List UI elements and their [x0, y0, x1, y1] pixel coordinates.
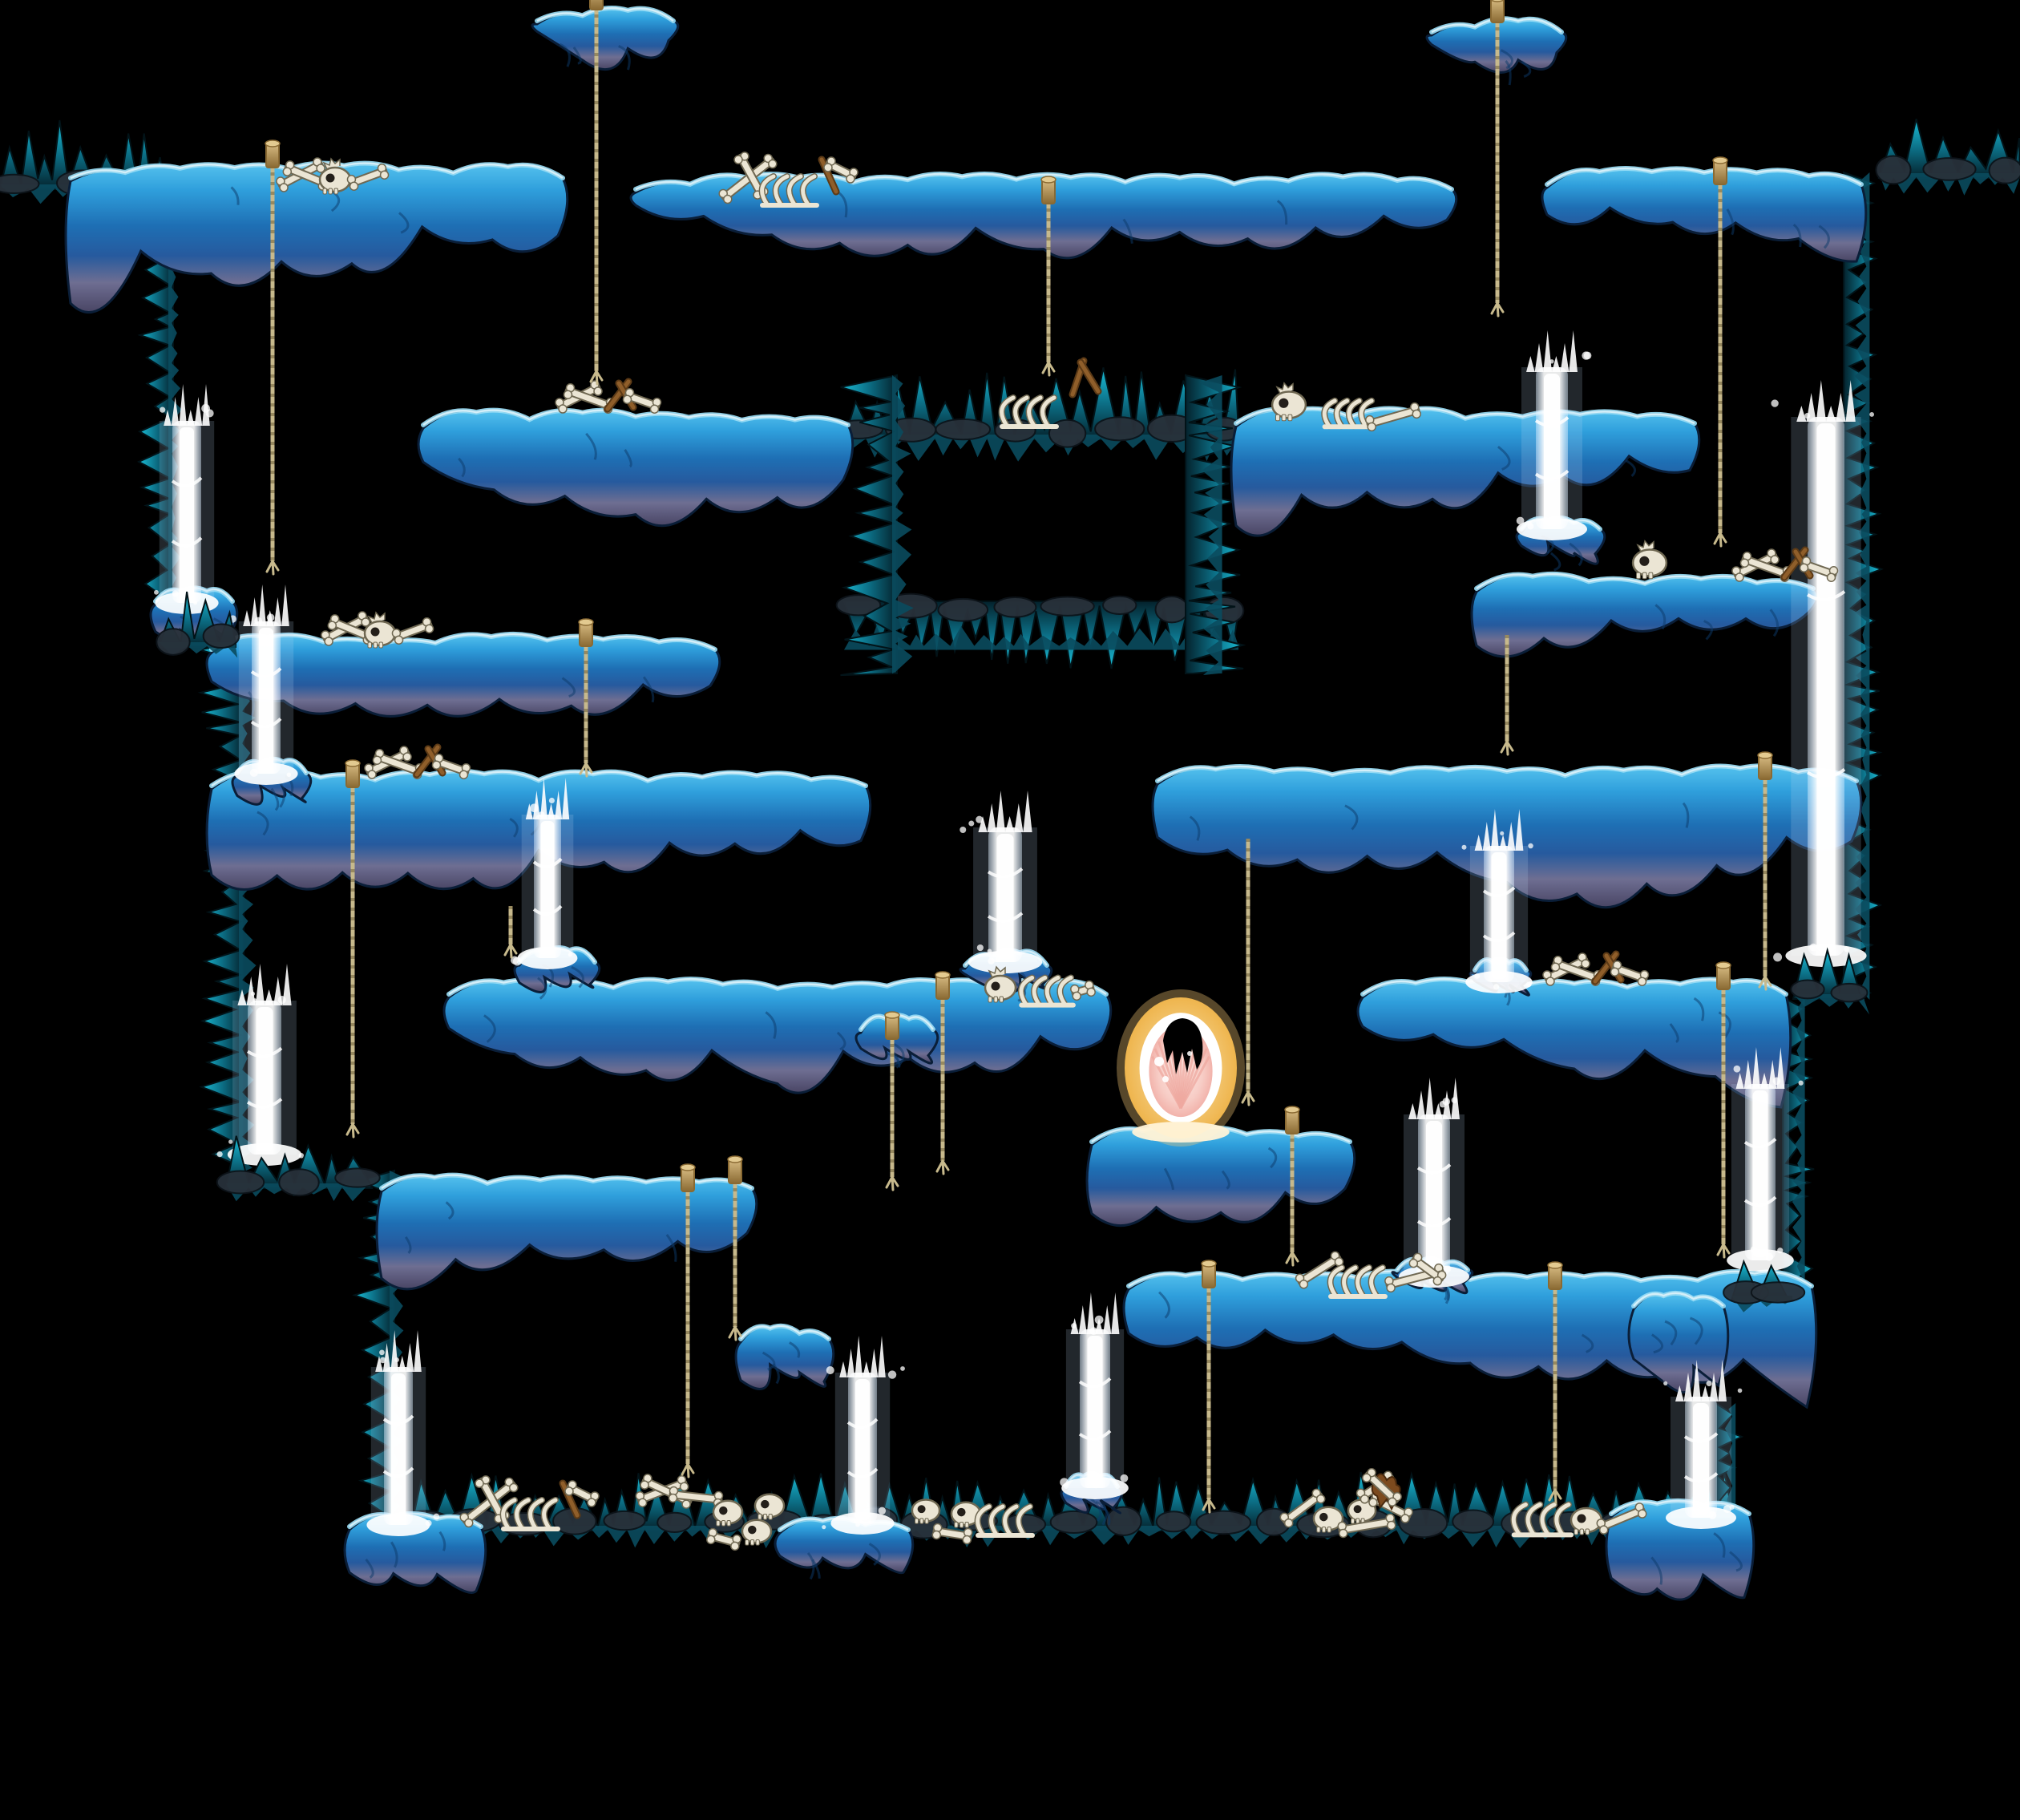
portal-layer	[1117, 989, 1245, 1147]
platform-row8-column	[1627, 1290, 1730, 1394]
platform-upper-right	[1541, 166, 1868, 263]
rope-layer	[265, 0, 1773, 1514]
rope-row6-b[interactable]	[884, 1011, 900, 1191]
right-wall-upper	[1843, 171, 1885, 1001]
border-top-right	[1875, 119, 2020, 196]
waterfall-row5a	[511, 778, 578, 969]
bones-row6-fish	[984, 965, 1096, 1008]
waterfall-row5b	[960, 791, 1043, 973]
rope-row4[interactable]	[578, 618, 594, 778]
platform-row5-right	[1151, 763, 1863, 909]
portal-dark-gap	[1163, 1018, 1203, 1074]
bones-box-ribcage	[998, 394, 1059, 429]
floor-bones-left	[459, 1475, 600, 1531]
waterfall-upper-right	[1516, 330, 1592, 540]
bottom-left-ledge	[216, 1135, 381, 1202]
floor-skeleton	[1510, 1501, 1647, 1538]
bones-row3-ribcage	[1321, 397, 1421, 432]
waterfall-layer	[154, 330, 1875, 1536]
waterfall-bottom-center	[822, 1336, 905, 1535]
bones-row35	[1731, 546, 1839, 582]
bones-row35-critter	[1631, 540, 1668, 580]
waterfall-bottom-mid	[1060, 1292, 1129, 1499]
platform-island	[734, 1323, 835, 1390]
rope-portal[interactable]	[1284, 1106, 1300, 1267]
bones-row5	[364, 743, 471, 779]
bones-box-stick	[1069, 357, 1102, 398]
rope-row5-mid[interactable]	[1241, 839, 1255, 1106]
box-left	[840, 374, 914, 677]
rope-row35[interactable]	[1500, 635, 1514, 756]
bones-corner-skull	[276, 157, 390, 195]
right-wall-mid	[1782, 996, 1815, 1301]
rope-top-left[interactable]	[265, 140, 281, 576]
waterfall-right-mid	[1727, 1047, 1804, 1272]
rope-row8-b[interactable]	[1547, 1261, 1563, 1504]
floor-skull-pile-left	[706, 1493, 786, 1551]
rope-row7-a[interactable]	[680, 1163, 696, 1478]
bones-upper-center	[718, 152, 858, 208]
rope-row6-right[interactable]	[1715, 961, 1731, 1259]
waterfall-bottom-right	[1663, 1360, 1743, 1529]
floor-skull-pile-mid	[911, 1498, 982, 1545]
platform-float-top-center	[531, 6, 680, 71]
rope-stub[interactable]	[503, 906, 518, 959]
rope-row5-right[interactable]	[1757, 751, 1773, 991]
bones-row3-critter	[1271, 382, 1307, 422]
rope-stake	[1490, 0, 1505, 23]
rope-row5-left[interactable]	[345, 759, 361, 1139]
platform-row6-right	[1356, 977, 1792, 1109]
platform-row7-left	[375, 1172, 758, 1291]
w11-splash-ledge	[1723, 1259, 1806, 1312]
platform-row3-left	[417, 407, 854, 528]
box-right	[1185, 374, 1246, 675]
bones-row4-skull	[321, 611, 434, 649]
rope-row6-a[interactable]	[935, 971, 951, 1175]
floor-ribcage-mid	[974, 1503, 1035, 1538]
right-splash-ledge	[1790, 947, 1870, 1015]
box-bottom	[835, 593, 1245, 669]
waterfall-right-long	[1771, 380, 1875, 967]
rope-top-center[interactable]	[589, 0, 604, 386]
bones-row8-ribcage	[1295, 1251, 1447, 1299]
glowing-portal[interactable]	[1117, 989, 1245, 1147]
rope-upper-center[interactable]	[1040, 176, 1056, 377]
rope-stake	[589, 0, 604, 10]
bones-row3-left	[555, 378, 662, 414]
platform-row3-right	[1230, 406, 1701, 537]
waterfall-left-upper	[154, 384, 219, 614]
platform-layer	[64, 6, 1868, 1601]
left-ledge-spikes	[156, 591, 240, 658]
waterfall-row6-right	[1461, 809, 1533, 993]
waterfall-bottom-left	[366, 1330, 440, 1536]
rope-upper-right[interactable]	[1712, 156, 1728, 548]
rope-row8-a[interactable]	[1201, 1260, 1217, 1514]
rope-row7-b[interactable]	[727, 1155, 743, 1341]
rope-top-right[interactable]	[1490, 0, 1505, 317]
bones-row6-right	[1542, 950, 1650, 986]
bones-layer	[276, 152, 1839, 1551]
waterfall-row8	[1399, 1078, 1469, 1288]
platform-row35-right	[1470, 571, 1820, 658]
terrain-front-layer	[156, 591, 1870, 1312]
platform-portal	[1085, 1124, 1356, 1227]
floor-fur	[1355, 1467, 1402, 1511]
platform-top-left-corner	[64, 160, 569, 313]
waterfall-left-lower	[216, 964, 305, 1166]
waterfall-left-mid	[228, 584, 298, 785]
